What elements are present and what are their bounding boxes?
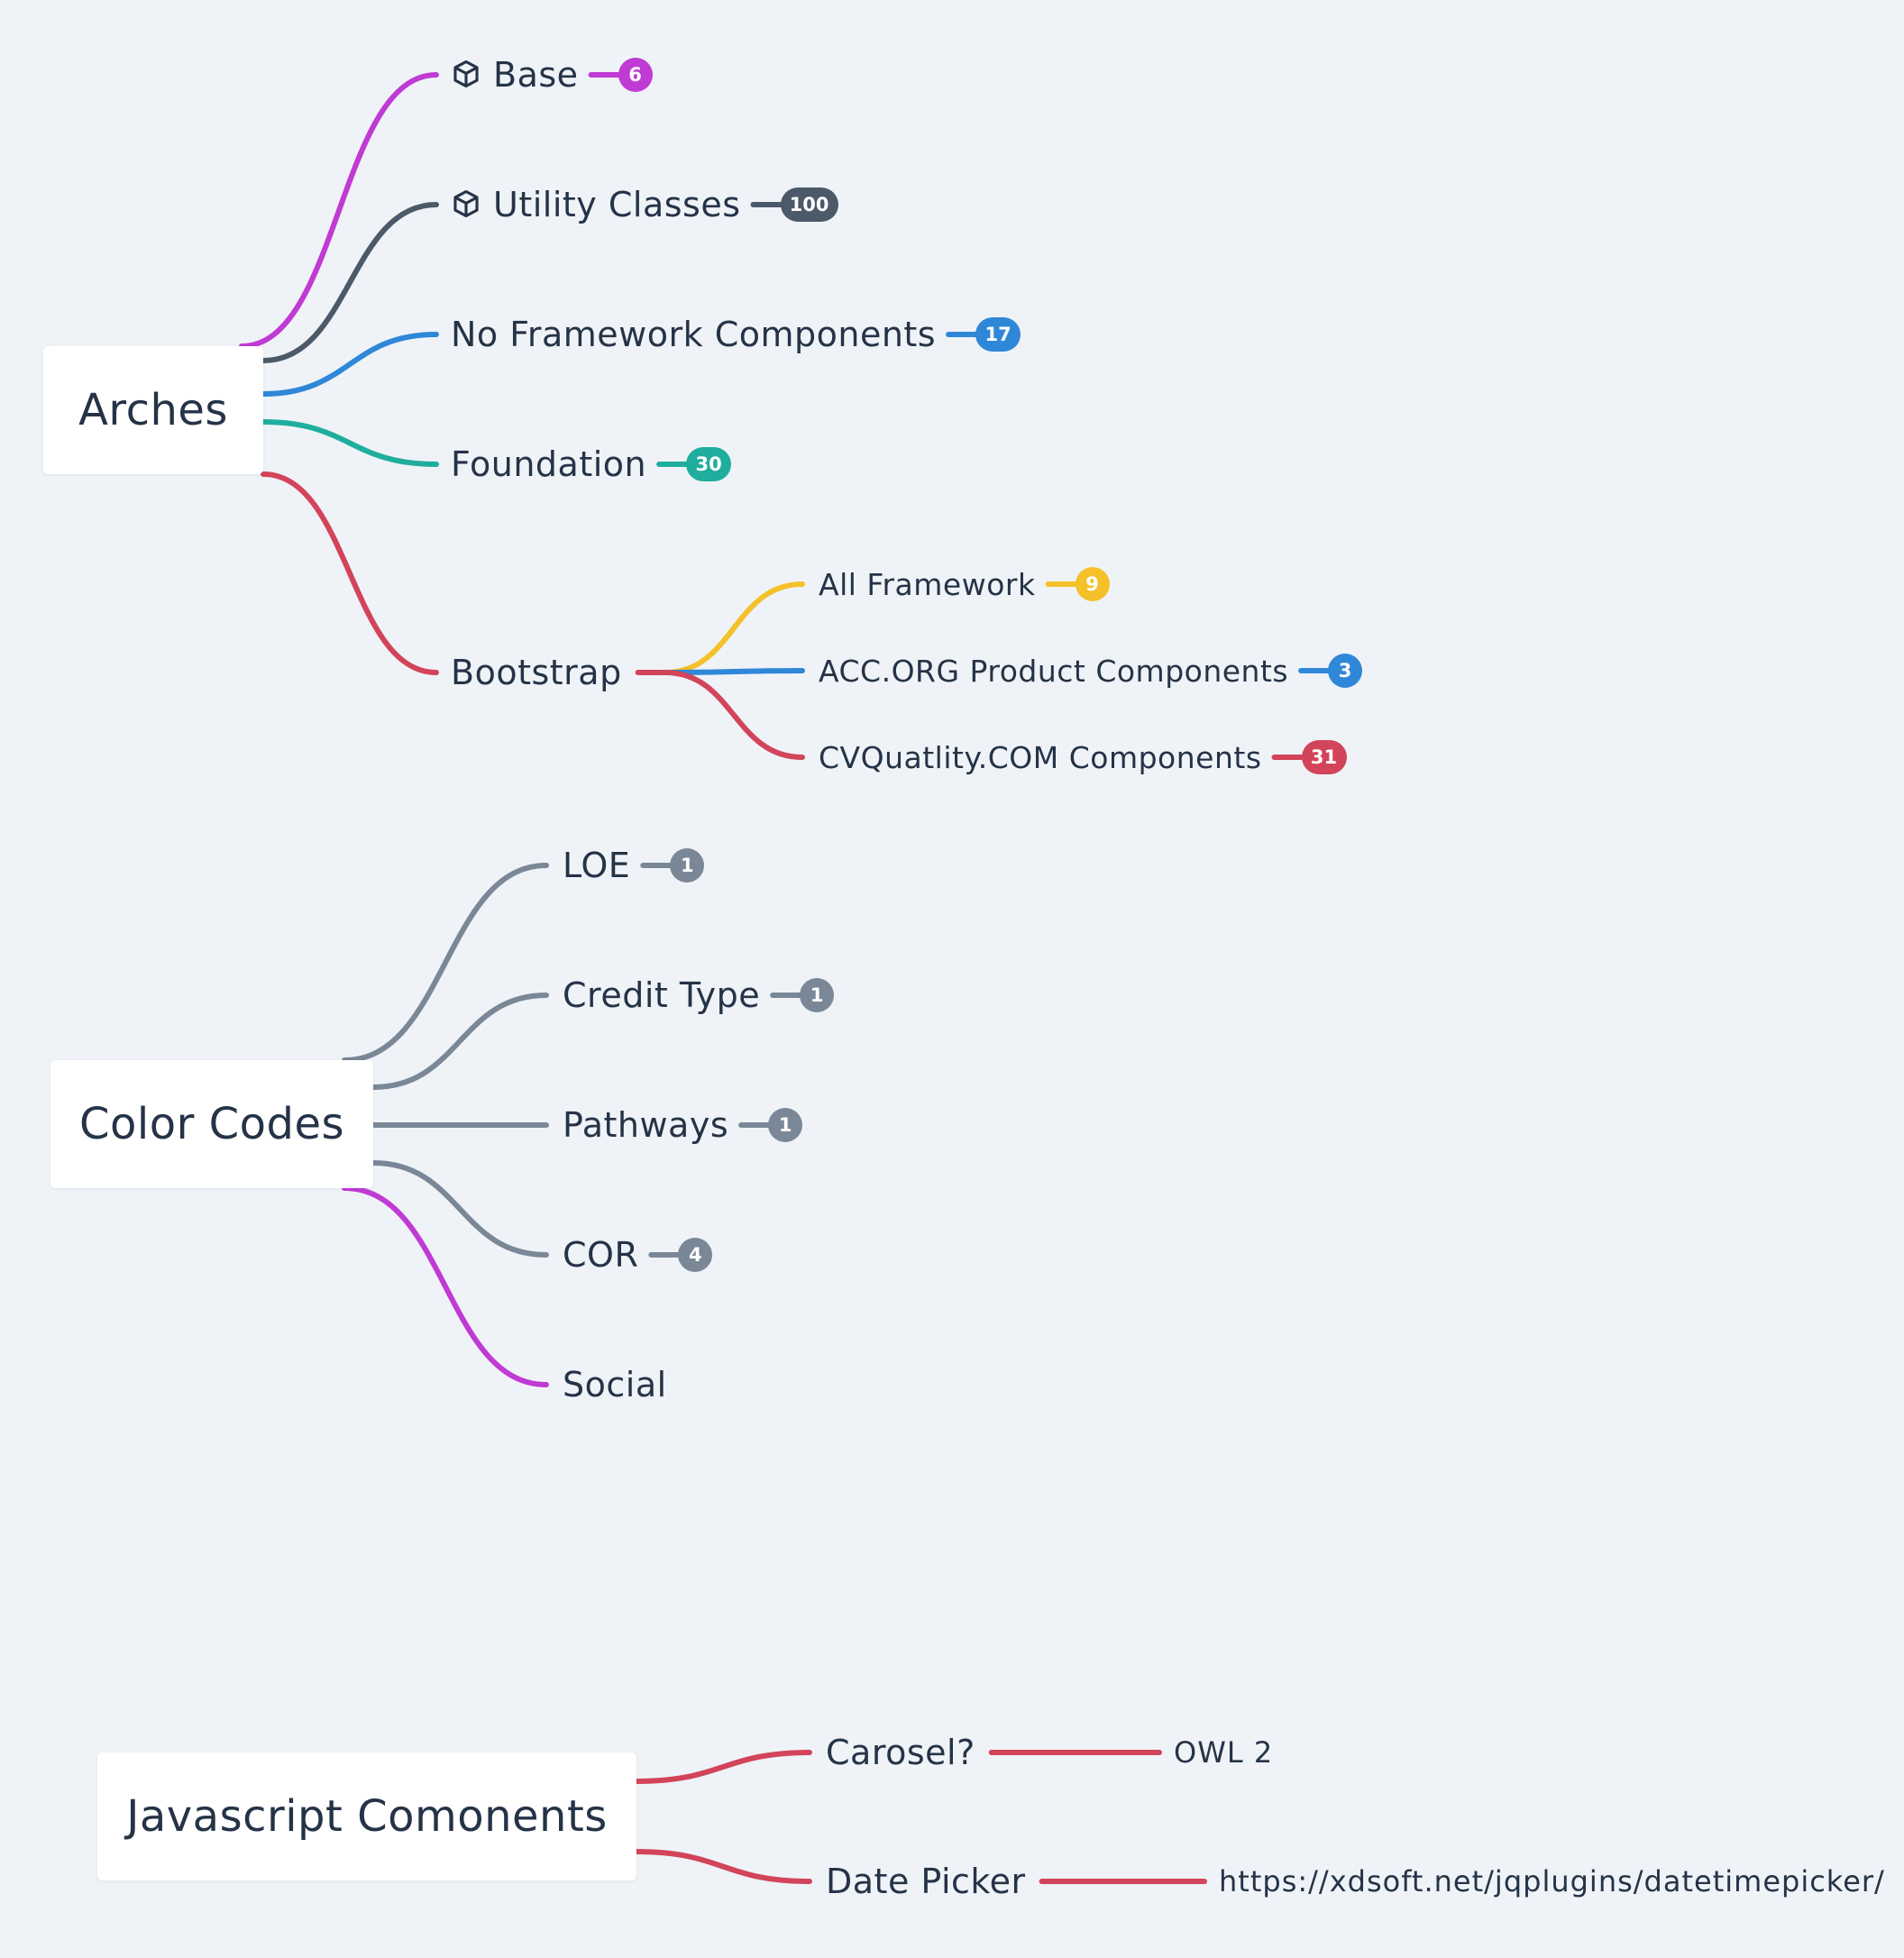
edge-loe [342, 863, 549, 1063]
count-badge: 17 [975, 317, 1021, 352]
edge-social [342, 1185, 549, 1387]
edge-credit-type [371, 993, 549, 1090]
cube-icon [451, 59, 483, 91]
root-node-arches[interactable]: Arches [43, 346, 263, 474]
edge-foundation [261, 419, 439, 467]
topic-label: ACC.ORG Product Components [819, 653, 1289, 689]
edge-utility-classes [261, 202, 439, 363]
count-badge: 3 [1328, 654, 1363, 688]
edge-cor [371, 1160, 549, 1258]
topic-date-picker[interactable]: Date Picker [826, 1859, 1026, 1904]
topic-label: Base [493, 55, 579, 95]
count-badge: 31 [1301, 740, 1347, 774]
topic-label: Bootstrap [451, 653, 622, 692]
root-node-javascript-comonents[interactable]: Javascript Comonents [97, 1752, 636, 1880]
topic-label: COR [563, 1235, 639, 1275]
count-badge: 1 [670, 848, 705, 883]
topic-cvquatlity-com-components[interactable]: CVQuatlity.COM Components [819, 737, 1262, 777]
topic-all-framework[interactable]: All Framework [819, 564, 1036, 604]
topic-bootstrap[interactable]: Bootstrap [451, 650, 622, 695]
topic-no-framework-components[interactable]: No Framework Components [451, 312, 936, 357]
topic-label: Pathways [563, 1105, 729, 1145]
topic-pathways[interactable]: Pathways [563, 1103, 728, 1148]
topic-label: No Framework Components [451, 315, 937, 354]
topic-label: Utility Classes [493, 185, 741, 224]
topic-label: Foundation [451, 444, 647, 484]
edge-all-framework [662, 581, 805, 675]
topic-foundation[interactable]: Foundation [451, 442, 646, 487]
root-node-color-codes[interactable]: Color Codes [50, 1060, 373, 1188]
edge-no-framework-components [261, 332, 439, 397]
topic-label: Carosel? [826, 1733, 975, 1772]
topic-carosel[interactable]: Carosel? [826, 1730, 975, 1775]
topic-label: CVQuatlity.COM Components [819, 739, 1262, 775]
topic-utility-classes[interactable]: Utility Classes [451, 182, 741, 227]
edge-acc-org-product-components [662, 668, 805, 675]
edge-cvquatlity-com-components [662, 670, 805, 760]
topic-social[interactable]: Social [563, 1362, 667, 1407]
topic-label: Social [563, 1365, 667, 1404]
count-badge: 100 [780, 188, 838, 222]
count-badge: 1 [800, 978, 835, 1012]
topic-credit-type[interactable]: Credit Type [563, 973, 760, 1018]
edge-base [239, 72, 439, 349]
count-badge: 4 [678, 1238, 713, 1272]
leaf-https-xdsoft-net-jqplugins-datetimepicke[interactable]: https://xdsoft.net/jqplugins/datetimepic… [1219, 1864, 1885, 1899]
topic-label: All Framework [819, 566, 1036, 602]
topic-label: LOE [563, 846, 631, 885]
edge-bootstrap [261, 471, 439, 675]
topic-cor[interactable]: COR [563, 1232, 638, 1277]
topic-loe[interactable]: LOE [563, 843, 630, 888]
leaf-owl-2[interactable]: OWL 2 [1174, 1735, 1274, 1770]
count-badge: 9 [1075, 567, 1110, 601]
topic-label: Date Picker [826, 1862, 1026, 1901]
count-badge: 6 [618, 58, 653, 92]
topic-label: Credit Type [563, 975, 761, 1015]
cube-icon [451, 188, 483, 221]
topic-acc-org-product-components[interactable]: ACC.ORG Product Components [819, 651, 1288, 691]
count-badge: 1 [768, 1108, 803, 1142]
edge-date-picker [634, 1849, 812, 1884]
topic-base[interactable]: Base [451, 52, 579, 97]
count-badge: 30 [686, 447, 732, 481]
edge-carosel [634, 1750, 812, 1784]
